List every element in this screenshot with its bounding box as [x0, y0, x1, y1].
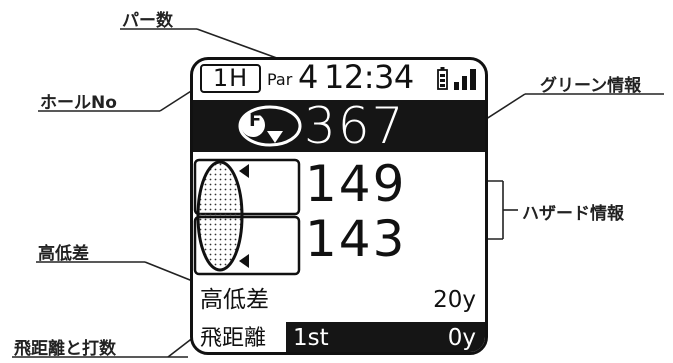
callout-elevation: 高低差 [38, 244, 89, 264]
clock-time: 12:34 [324, 58, 414, 96]
flight-distance: 0y [447, 325, 476, 351]
hazard-distance-front: 149 [305, 155, 407, 213]
stroke-count: 1st [293, 325, 329, 351]
signal-bars-icon [454, 69, 476, 90]
callout-hole-no: ホールNo [40, 93, 117, 113]
green-distance: 367 [304, 97, 406, 155]
hazard-distance-back: 143 [305, 210, 407, 268]
green-flag-icon [238, 105, 302, 147]
callout-hazard-info: ハザード情報 [522, 204, 624, 224]
elevation-value: 20y [433, 287, 476, 313]
hazard-panel [193, 158, 301, 276]
par-label: Par [267, 70, 293, 89]
battery-icon [437, 67, 448, 90]
hole-number: 1H [200, 64, 261, 93]
elevation-label: 高低差 [200, 287, 269, 313]
green-icon-letter: F [249, 110, 262, 131]
callout-flight-strokes: 飛距離と打数 [14, 339, 116, 359]
par-value: 4 [298, 58, 319, 96]
callout-green-info: グリーン情報 [540, 76, 642, 96]
flight-label: 飛距離 [193, 322, 286, 352]
par-count-leader [196, 28, 286, 62]
callout-par-count: パー数 [122, 11, 173, 31]
device-screen: 1H Par 4 12:34 F 367 149 143 高低 [190, 57, 488, 355]
